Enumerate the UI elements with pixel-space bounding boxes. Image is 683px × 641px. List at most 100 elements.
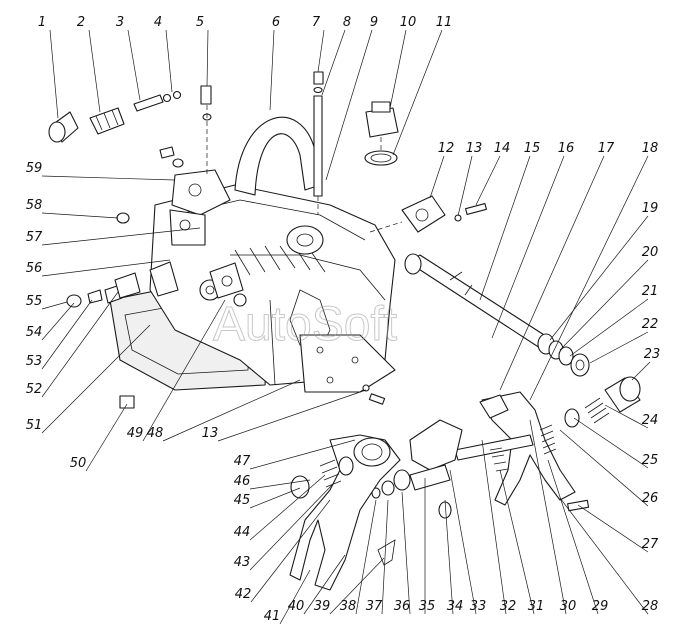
leader-line — [559, 497, 649, 615]
callout-number: 41 — [264, 609, 281, 624]
callout-number: 50 — [70, 456, 87, 471]
leader-line — [401, 491, 411, 615]
callout-number: 7 — [312, 15, 321, 30]
leader-line — [547, 459, 599, 615]
callout-number: 36 — [394, 599, 411, 614]
callout-number: 51 — [26, 418, 43, 433]
callout-number: 2 — [77, 15, 85, 30]
callout-number: 6 — [272, 15, 280, 30]
leader-line — [457, 155, 473, 217]
leader-line — [321, 29, 346, 96]
callout-number: 32 — [500, 599, 517, 614]
callout-number: 53 — [26, 354, 43, 369]
leader-line — [249, 484, 333, 571]
leader-line — [279, 569, 311, 625]
callout-number: 5 — [196, 15, 204, 30]
callout-number: 16 — [558, 141, 575, 156]
callout-number: 13 — [466, 141, 483, 156]
leader-line — [475, 155, 501, 206]
callout-number: 12 — [438, 141, 455, 156]
callout-number: 56 — [26, 261, 43, 276]
callout-number: 21 — [642, 284, 659, 299]
lifting-handle — [234, 116, 321, 196]
callout-number: 22 — [642, 317, 659, 332]
leader-line — [249, 487, 301, 509]
leader-line — [41, 227, 201, 246]
callout-number: 31 — [528, 599, 545, 614]
leader-line — [559, 259, 649, 351]
callout-number: 57 — [26, 230, 43, 245]
callout-number: 43 — [234, 555, 251, 570]
leader-line — [41, 299, 93, 370]
left-shift-fork — [289, 434, 401, 591]
leader-line — [249, 439, 356, 470]
leader-line — [49, 29, 59, 119]
leader-line — [249, 474, 326, 541]
callout-number: 46 — [234, 474, 251, 489]
leader-line — [41, 301, 68, 310]
callout-number: 33 — [470, 599, 487, 614]
leader-line — [604, 404, 649, 429]
leader-line — [249, 479, 311, 490]
callout-number: 14 — [494, 141, 511, 156]
leader-line — [589, 331, 649, 364]
callout-number: 30 — [560, 599, 577, 614]
callout-number: 1 — [38, 15, 46, 30]
leader-line — [444, 499, 454, 615]
callout-number: 48 — [147, 426, 164, 441]
leader-line — [559, 429, 649, 507]
leader-line — [41, 291, 119, 398]
callout-number: 44 — [234, 525, 251, 540]
leader-line — [41, 212, 119, 219]
leader-line — [392, 29, 443, 156]
leader-line — [381, 499, 389, 615]
callout-number: 25 — [642, 453, 659, 468]
callout-number: 4 — [154, 15, 162, 30]
callout-number: 3 — [116, 15, 124, 30]
selector-shaft — [407, 254, 553, 349]
callout-number: 35 — [419, 599, 436, 614]
leader-line — [41, 175, 176, 181]
leader-line — [429, 155, 445, 199]
callout-number: 39 — [314, 599, 331, 614]
leader-line — [389, 29, 407, 109]
leader-line — [529, 155, 649, 401]
callout-number: 17 — [598, 141, 615, 156]
callout-number: 20 — [642, 245, 659, 260]
callout-number: 23 — [644, 347, 661, 362]
leader-line — [165, 29, 173, 93]
leader-line — [88, 29, 101, 113]
callout-number: 27 — [642, 537, 659, 552]
leader-line — [317, 29, 325, 73]
leader-line — [162, 379, 301, 442]
leader-line — [41, 302, 75, 341]
callout-number: 11 — [436, 15, 453, 30]
leader-line — [549, 215, 649, 341]
callout-number: 34 — [447, 599, 464, 614]
callout-number: 8 — [343, 15, 351, 30]
callout-number: 26 — [642, 491, 659, 506]
callout-number: 19 — [642, 201, 659, 216]
leader-line — [479, 155, 531, 301]
callout-number: 58 — [26, 198, 43, 213]
callout-number: 37 — [366, 599, 383, 614]
callout-number: 45 — [234, 493, 251, 508]
callout-number: 49 — [127, 426, 144, 441]
leader-line — [303, 554, 346, 615]
leader-line — [449, 469, 477, 615]
callout-number: 52 — [26, 382, 43, 397]
callout-number: 10 — [400, 15, 417, 30]
leader-line — [85, 403, 128, 472]
leader-line — [142, 299, 226, 442]
leader-line — [355, 499, 377, 615]
leader-line — [250, 499, 331, 603]
leader-line — [573, 417, 649, 469]
callout-number: 59 — [26, 161, 43, 176]
callout-number: 55 — [26, 294, 43, 309]
callout-number: 13 — [202, 426, 219, 441]
leader-line — [325, 29, 373, 181]
leader-line — [569, 298, 649, 357]
